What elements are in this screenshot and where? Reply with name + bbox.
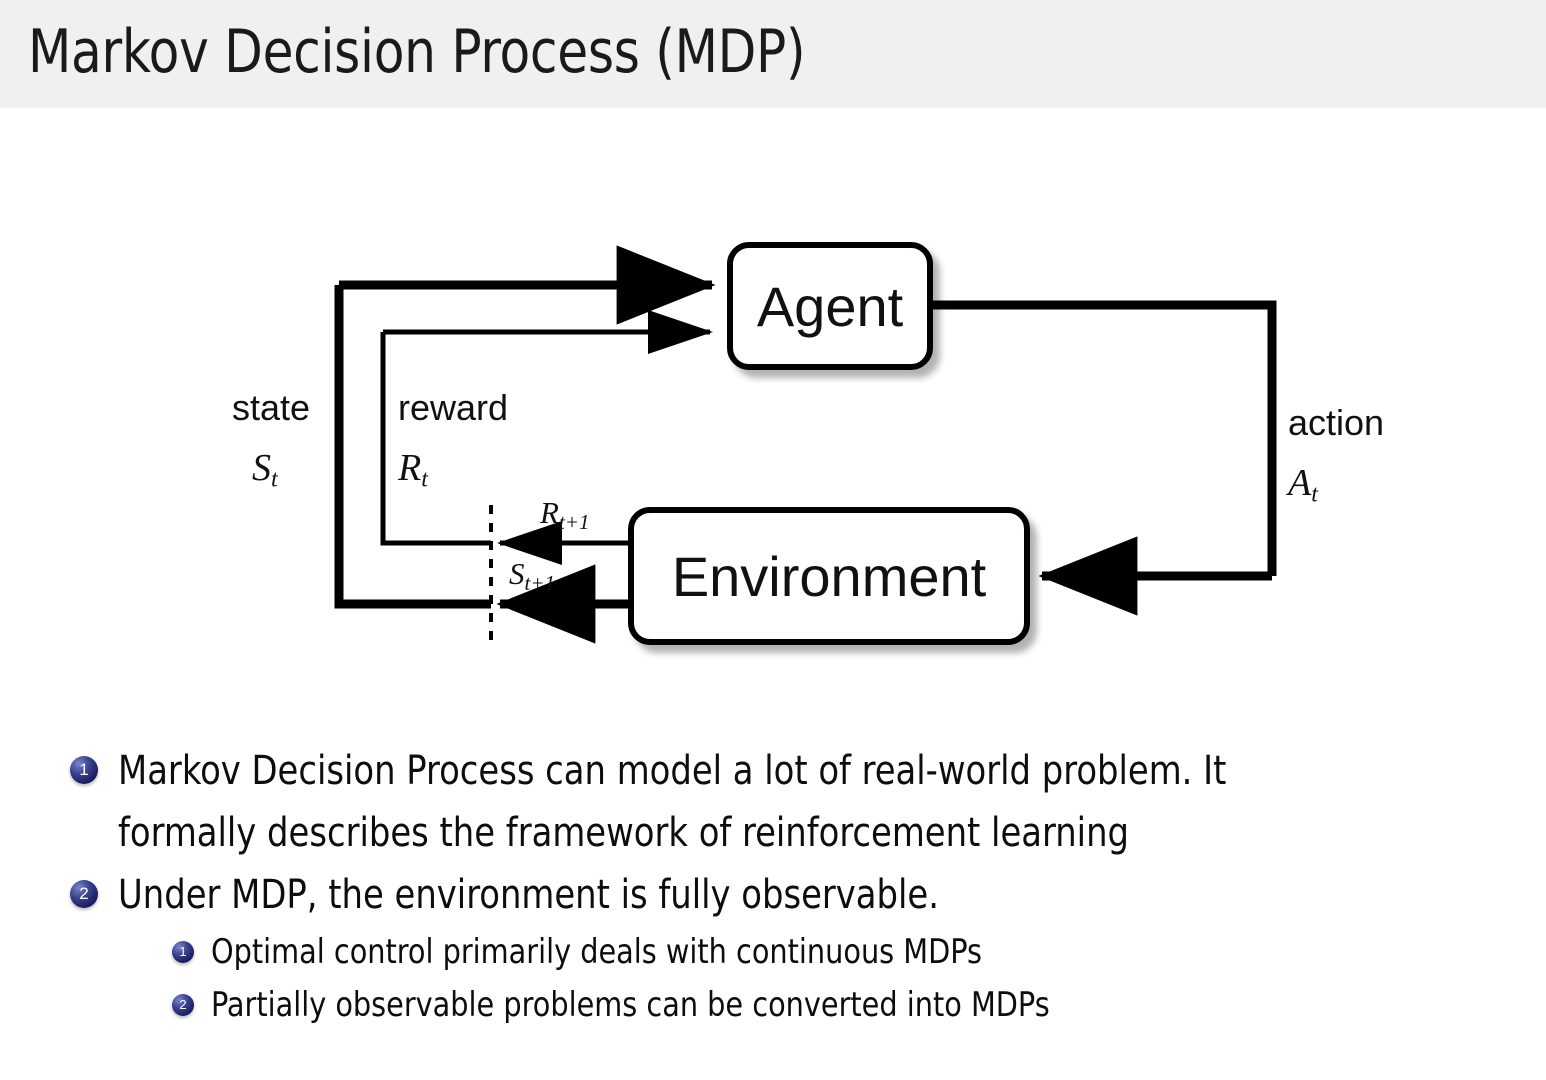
reward-feedback-line [380, 332, 491, 546]
agent-node: Agent [727, 242, 933, 370]
sub-list-item: 2 Partially observable problems can be c… [0, 979, 1546, 1032]
state-symbol: St [252, 447, 278, 493]
sub-list-item: 1 Optimal control primarily deals with c… [0, 926, 1546, 979]
bullet-number-icon: 1 [172, 941, 194, 963]
state-next-symbol: St+1 [509, 556, 556, 595]
state-label: state [232, 387, 311, 428]
mdp-agent-environment-diagram: Agent Environment state St reward Rt act… [0, 150, 1546, 710]
action-label: action [1288, 402, 1385, 443]
environment-node-label: Environment [671, 544, 987, 608]
reward-symbol: Rt [398, 447, 428, 493]
state-feedback-line [334, 285, 491, 609]
environment-node: Environment [628, 507, 1030, 645]
agent-node-label: Agent [756, 274, 904, 338]
action-symbol: At [1288, 462, 1318, 508]
list-item-text: Markov Decision Process can model a lot … [118, 748, 1227, 856]
slide-header-bar [0, 0, 1546, 108]
action-line [930, 300, 1277, 576]
list-item: 2 Under MDP, the environment is fully ob… [0, 864, 1546, 926]
bullet-number-icon: 2 [172, 994, 194, 1016]
list-item: 1 Markov Decision Process can model a lo… [0, 740, 1546, 864]
reward-label: reward [398, 387, 509, 428]
list-item-text: Under MDP, the environment is fully obse… [118, 872, 939, 918]
bullet-list: 1 Markov Decision Process can model a lo… [0, 740, 1546, 1032]
diagram-connectors [334, 245, 1277, 644]
page-title: Markov Decision Process (MDP) [28, 17, 806, 87]
bullet-number-icon: 1 [70, 756, 98, 784]
sub-list-item-text: Optimal control primarily deals with con… [211, 932, 983, 972]
bullet-number-icon: 2 [70, 880, 98, 908]
sub-list-item-text: Partially observable problems can be con… [211, 985, 1050, 1025]
reward-next-symbol: Rt+1 [540, 495, 590, 534]
